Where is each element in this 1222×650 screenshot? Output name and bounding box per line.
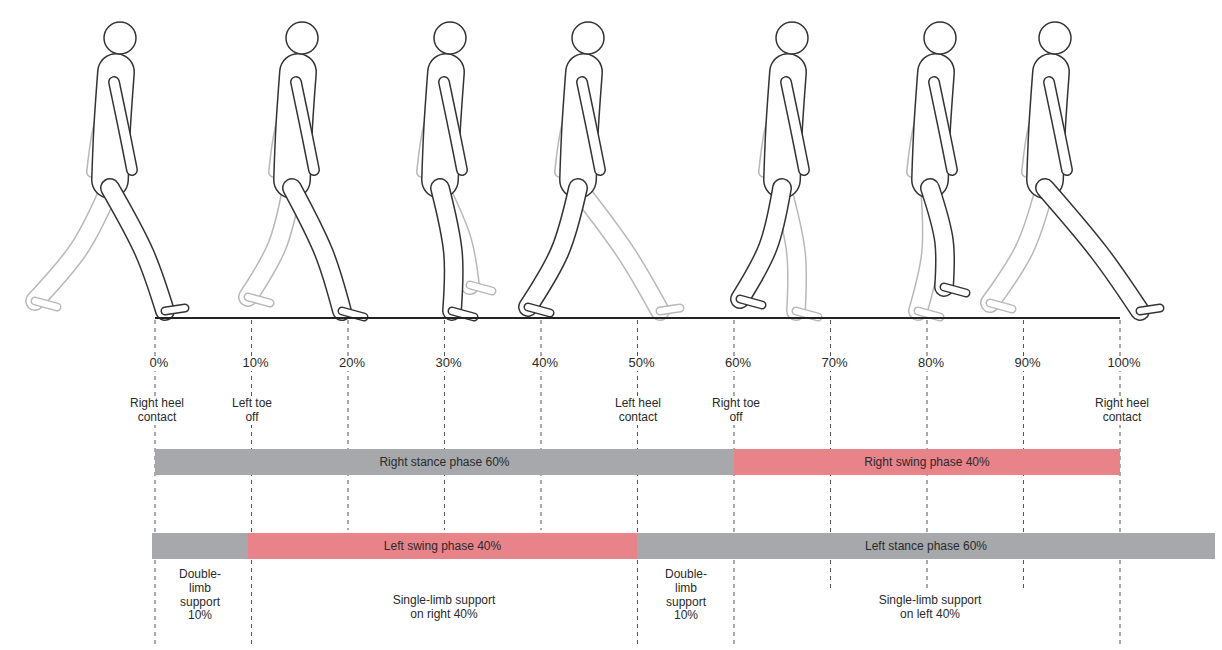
gait-event: Right toe off (706, 397, 766, 425)
percent-tick: 90% (1008, 356, 1048, 371)
phase-bar: Left stance phase 60% (637, 533, 1215, 559)
walking-figure (912, 22, 966, 317)
gait-event: Right heel contact (119, 397, 195, 425)
percent-tick: 80% (911, 356, 951, 371)
walking-figure (528, 22, 680, 313)
walking-figure (248, 22, 364, 317)
percent-tick: 60% (718, 356, 758, 371)
ground-line (155, 317, 1120, 319)
phase-label: Right swing phase 40% (864, 455, 989, 469)
support-label: Single-limb support on right 40% (385, 594, 503, 622)
phase-bar: Right stance phase 60% (155, 449, 734, 475)
double-support-bar (152, 533, 248, 559)
phase-label: Left swing phase 40% (384, 539, 501, 553)
phase-bar: Right swing phase 40% (734, 449, 1120, 475)
percent-tick: 100% (1104, 356, 1144, 371)
walking-figure (35, 22, 185, 311)
walking-figure (740, 22, 818, 317)
gait-event: Right heel contact (1084, 397, 1160, 425)
gait-event: Left heel contact (606, 397, 670, 425)
percent-tick: 10% (236, 356, 276, 371)
support-label: Single-limb support on left 40% (871, 594, 989, 622)
percent-tick: 20% (332, 356, 372, 371)
percent-tick: 0% (139, 356, 179, 371)
support-label: Double-limb support 10% (172, 568, 228, 623)
walking-figure (422, 22, 492, 317)
dashed-tick-lines (155, 320, 1120, 648)
walking-figure (990, 22, 1160, 311)
percent-tick: 70% (815, 356, 855, 371)
support-label: Double-limb support 10% (658, 568, 714, 623)
percent-tick: 40% (525, 356, 565, 371)
phase-label: Left stance phase 60% (865, 539, 987, 553)
phase-label: Right stance phase 60% (379, 455, 509, 469)
percent-tick: 30% (429, 356, 469, 371)
phase-bar: Left swing phase 40% (248, 533, 637, 559)
gait-event: Left toe off (225, 397, 279, 425)
percent-tick: 50% (622, 356, 662, 371)
